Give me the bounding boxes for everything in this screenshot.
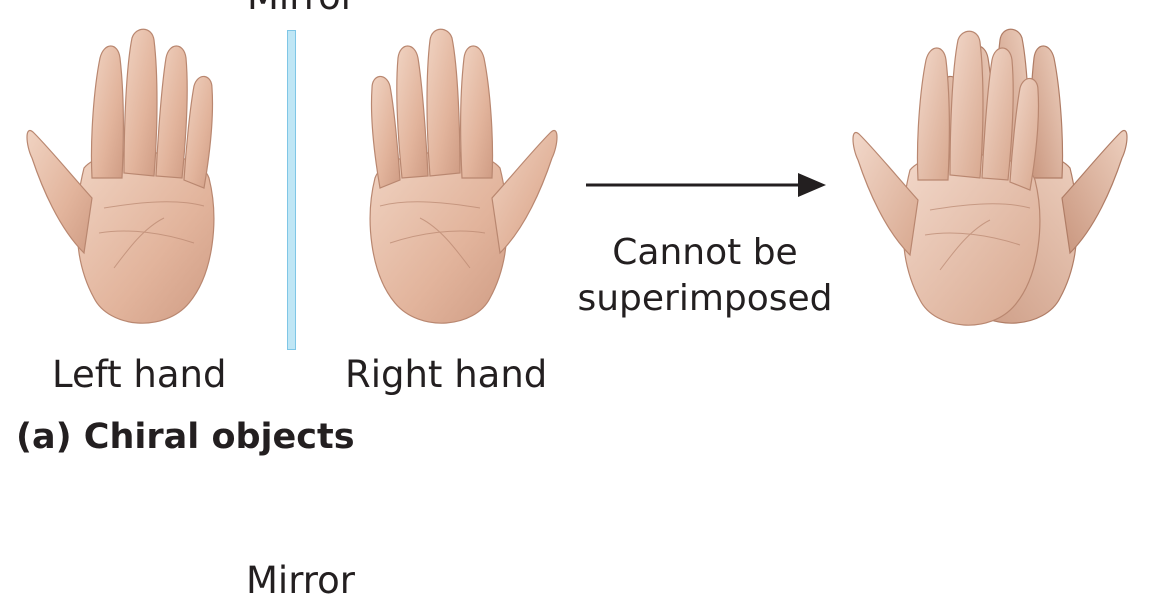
mirror-bar (287, 30, 296, 350)
right-arrow-icon (586, 173, 826, 197)
arrow-text-line2: superimposed (577, 278, 833, 319)
left-hand-icon (26, 28, 215, 324)
cannot-superimpose-text: Cannot be superimposed (560, 230, 850, 322)
right-hand-label: Right hand (345, 353, 548, 396)
right-hand-icon (369, 28, 558, 324)
figure-caption: (a) Chiral objects (16, 417, 355, 457)
mirror-label-bottom: Mirror (246, 559, 356, 602)
mirror-label-top: Mirror (247, 0, 356, 15)
overlapping-hands-icon (852, 28, 1128, 326)
arrow-text-line1: Cannot be (612, 232, 798, 273)
left-hand-label: Left hand (52, 353, 227, 396)
